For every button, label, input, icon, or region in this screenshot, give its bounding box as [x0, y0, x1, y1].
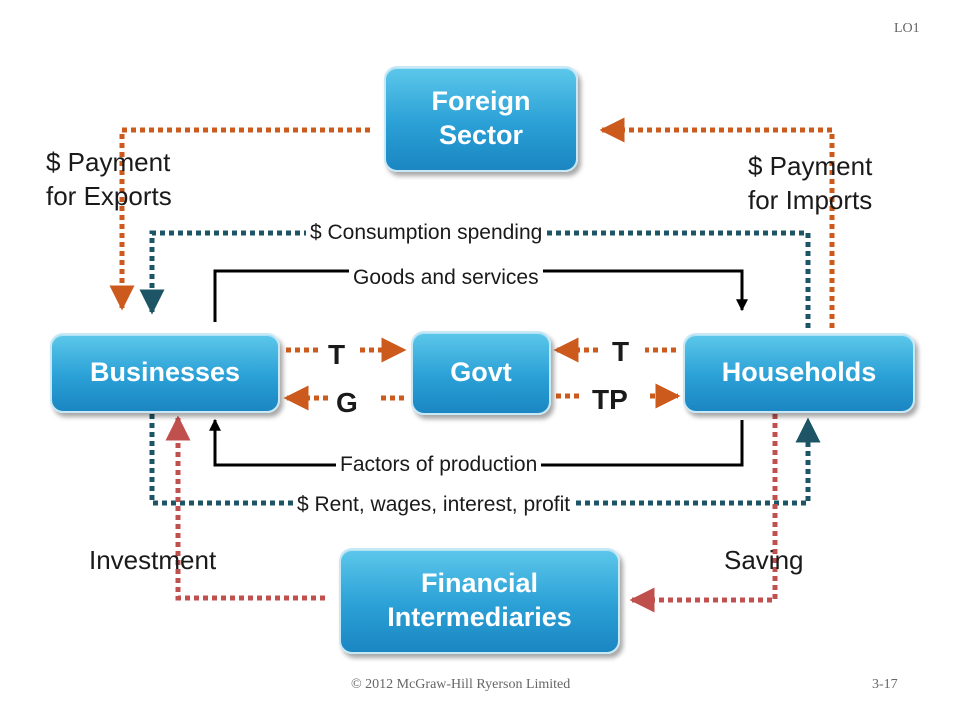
- business-tax-tag: T: [328, 339, 346, 370]
- saving-label: Saving: [724, 545, 804, 575]
- rent-wages-label: $ Rent, wages, interest, profit: [293, 493, 575, 517]
- import-payment-flow: [599, 117, 835, 328]
- investment-flow: [165, 415, 325, 601]
- goods-services-label: Goods and services: [349, 266, 543, 290]
- businesses-box: Businesses: [50, 333, 280, 413]
- export-payment-flow: [109, 127, 370, 311]
- govt-spending-tag: G: [336, 387, 358, 418]
- saving-flow: [629, 414, 778, 613]
- transfer-payments-tag: TP: [592, 384, 628, 415]
- govt-box: Govt: [411, 331, 551, 415]
- consumption-spending-label: $ Consumption spending: [306, 221, 547, 245]
- page-number: 3-17: [872, 677, 898, 692]
- investment-label: Investment: [89, 545, 217, 575]
- factors-production-label: Factors of production: [336, 453, 542, 477]
- households-box: Households: [683, 333, 915, 413]
- payment-exports-label: $ Payment for Exports: [46, 147, 172, 211]
- learning-objective-tag: LO1: [894, 21, 920, 36]
- copyright-notice: © 2012 McGraw-Hill Ryerson Limited: [351, 677, 571, 692]
- household-tax-tag: T: [612, 336, 630, 367]
- payment-imports-label: $ Payment for Imports: [748, 151, 873, 215]
